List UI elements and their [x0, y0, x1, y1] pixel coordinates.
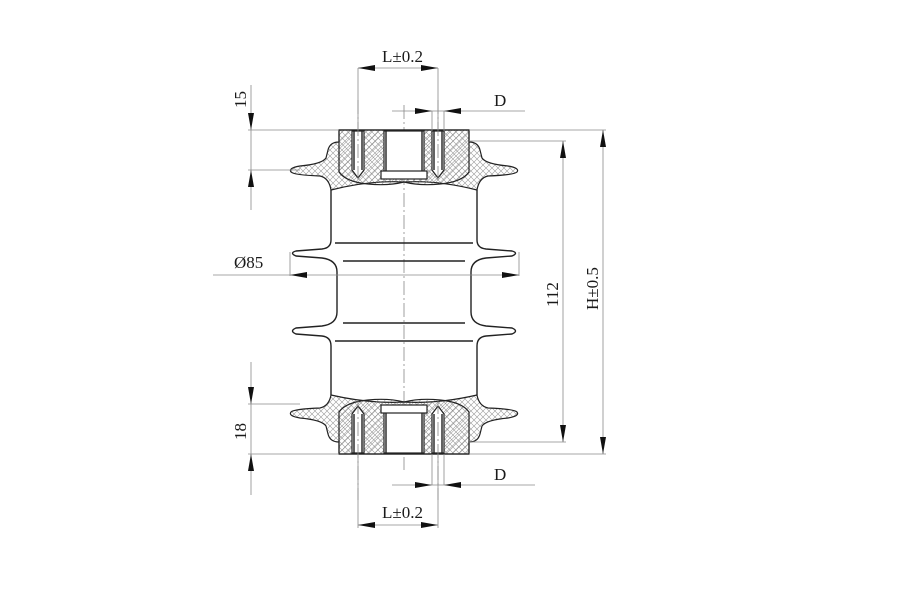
dim-bottom-hole-label: D	[494, 465, 506, 484]
dim-top-pitch-label: L±0.2	[382, 47, 423, 66]
dim-bottom-hole: D	[392, 454, 535, 488]
dim-overall-height-label: H±0.5	[583, 267, 602, 310]
dim-overall-height: H±0.5	[469, 129, 606, 455]
top-end-fitting	[289, 100, 519, 191]
dim-top-depth: 15	[231, 85, 339, 210]
insulator-body	[291, 190, 517, 395]
dim-top-hole: D	[392, 91, 525, 131]
dim-shed-diameter: Ø85	[213, 252, 520, 278]
dim-inner-height: 112	[469, 140, 566, 443]
dim-bottom-pitch: L±0.2	[357, 454, 439, 528]
dim-bottom-depth-label: 18	[231, 423, 250, 440]
dim-bottom-pitch-label: L±0.2	[382, 503, 423, 522]
dim-top-depth-label: 15	[231, 91, 250, 108]
dim-top-hole-label: D	[494, 91, 506, 110]
dim-inner-height-label: 112	[543, 282, 562, 307]
dim-shed-diameter-label: Ø85	[234, 253, 263, 272]
dim-bottom-depth: 18	[231, 362, 339, 495]
dim-top-pitch: L±0.2	[357, 47, 439, 130]
bottom-end-fitting	[289, 394, 519, 500]
